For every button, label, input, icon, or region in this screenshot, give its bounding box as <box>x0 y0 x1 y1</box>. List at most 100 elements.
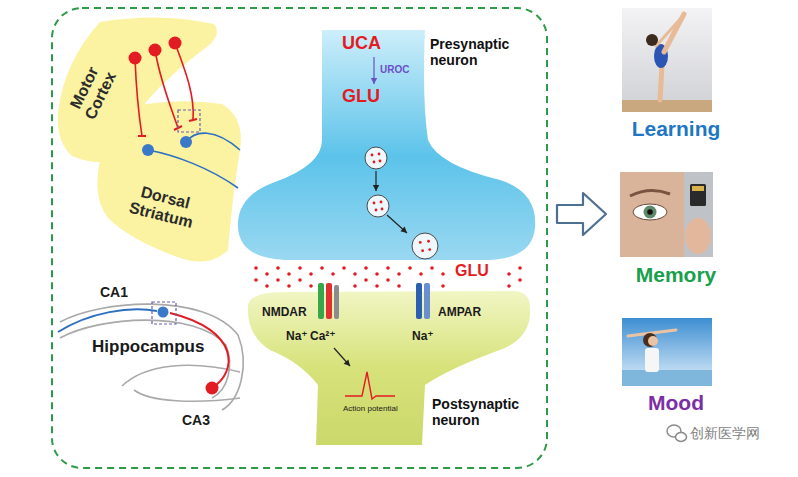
glutamate-dot <box>419 272 423 276</box>
glutamate-dot <box>265 272 269 276</box>
gymnast-leg <box>660 66 662 100</box>
nmda-subunit <box>326 283 332 319</box>
region-label: Hippocampus <box>92 337 204 357</box>
glutamate-dot <box>298 266 302 270</box>
ampa-subunit <box>424 283 430 319</box>
outcome-caption: Memory <box>636 263 717 287</box>
glutamate-dot <box>397 272 401 276</box>
action-potential-trace <box>345 372 395 399</box>
outcome-photo-drawing <box>622 318 712 386</box>
glutamate-dot <box>287 284 291 288</box>
glutamate-dot <box>364 278 368 282</box>
sea <box>622 370 712 386</box>
glutamate-dot <box>287 272 291 276</box>
outcome-caption: Learning <box>632 117 721 141</box>
photo-background <box>622 8 712 112</box>
cortical-axon <box>175 43 193 120</box>
memory-card-stripe <box>692 186 704 191</box>
glutamate-dot <box>373 202 376 205</box>
glutamate-dot <box>320 266 324 270</box>
hippocampus-outline <box>122 365 240 386</box>
glutamate-dot <box>276 266 280 270</box>
nmda-subunit <box>334 285 339 319</box>
outcome-photo: Learning <box>620 6 732 152</box>
cortical-axon <box>155 50 178 128</box>
ca1-fiber <box>58 309 157 332</box>
synapse-marker <box>152 302 176 324</box>
glutamate-dot <box>276 278 280 282</box>
glutamate-dot <box>397 284 401 288</box>
striatal-neuron <box>142 144 154 156</box>
ca3-neuron <box>206 382 219 395</box>
molecule-label: GLU <box>455 262 489 280</box>
enzyme-label: UROC <box>380 64 409 76</box>
receptor-label: NMDAR <box>262 306 307 320</box>
outcome-photo-drawing <box>622 8 712 112</box>
gymnast-head <box>646 34 658 46</box>
glutamate-dot <box>331 272 335 276</box>
photo-background <box>622 318 712 386</box>
glutamate-dot <box>441 284 445 288</box>
transport-arrow-head <box>400 227 407 233</box>
outcome-photo-drawing <box>620 172 713 257</box>
glutamate-dot <box>373 161 376 164</box>
wechat-icon <box>667 425 687 442</box>
synaptic-vesicle <box>412 233 438 259</box>
neuron-label: Postsynaptic neuron <box>432 396 532 428</box>
signal-arrow <box>334 348 350 366</box>
eye-pupil <box>647 209 653 215</box>
glutamate-dot <box>265 284 269 288</box>
glutamate-dot <box>386 278 390 282</box>
signal-arrow-head <box>344 359 350 366</box>
glutamate-dot <box>378 153 381 156</box>
ion-label: Na⁺ <box>286 330 308 344</box>
glutamate-dot <box>371 154 374 157</box>
presynaptic-shape <box>238 30 535 260</box>
axon-terminal <box>189 119 197 121</box>
balance-beam <box>622 100 712 112</box>
enzyme-arrow-head <box>371 78 377 84</box>
glutamate-dot <box>421 249 424 252</box>
photo-background <box>684 172 713 257</box>
ca1-neuron <box>158 307 169 318</box>
glutamate-dot <box>381 208 384 211</box>
region-label: CA1 <box>100 284 128 300</box>
ion-label: Na⁺ <box>412 330 434 344</box>
hippocampus-region: CA1HippocampusCA3 <box>55 280 255 435</box>
glutamate-dot <box>518 266 522 270</box>
dorsal-striatum-region: Dorsal Striatum <box>94 96 246 266</box>
synaptic-vesicle <box>365 147 387 169</box>
molecule-label: UCA <box>342 33 381 54</box>
outcome-caption: Mood <box>648 391 704 415</box>
glutamate-dot <box>254 278 258 282</box>
dorsal-striatum-shape <box>97 101 241 261</box>
synaptic-vesicle <box>367 195 389 217</box>
glutamate-dot <box>364 266 368 270</box>
watermark: 创新医学网 <box>690 425 760 441</box>
glutamate-dot <box>427 240 430 243</box>
woman-body <box>645 348 659 372</box>
molecule-label: GLU <box>342 86 380 107</box>
glutamate-dot <box>353 272 357 276</box>
hippocampus-outline <box>60 304 243 410</box>
eye-white <box>633 204 667 220</box>
glutamate-dot <box>380 201 383 204</box>
glutamate-dot <box>507 272 511 276</box>
wechat-bubble <box>676 433 687 442</box>
region-label: CA3 <box>182 412 210 428</box>
glutamate-dot <box>507 284 511 288</box>
glutamate-dot <box>430 266 434 270</box>
eye-iris <box>644 206 657 219</box>
cortical-neuron <box>169 37 182 50</box>
glutamate-dot <box>408 266 412 270</box>
synapse-marker <box>178 110 200 132</box>
hippocampus-region-outline <box>55 280 255 435</box>
axon-terminal <box>138 135 146 137</box>
transport-arrow-head <box>373 185 379 191</box>
hand <box>685 218 711 254</box>
postsynaptic-neuron-drawing <box>248 283 530 445</box>
outcome-photo: Mood <box>620 314 732 422</box>
glutamate-dot <box>441 272 445 276</box>
woman-hair <box>643 333 657 347</box>
hippocampus-region-drawing <box>58 302 243 410</box>
